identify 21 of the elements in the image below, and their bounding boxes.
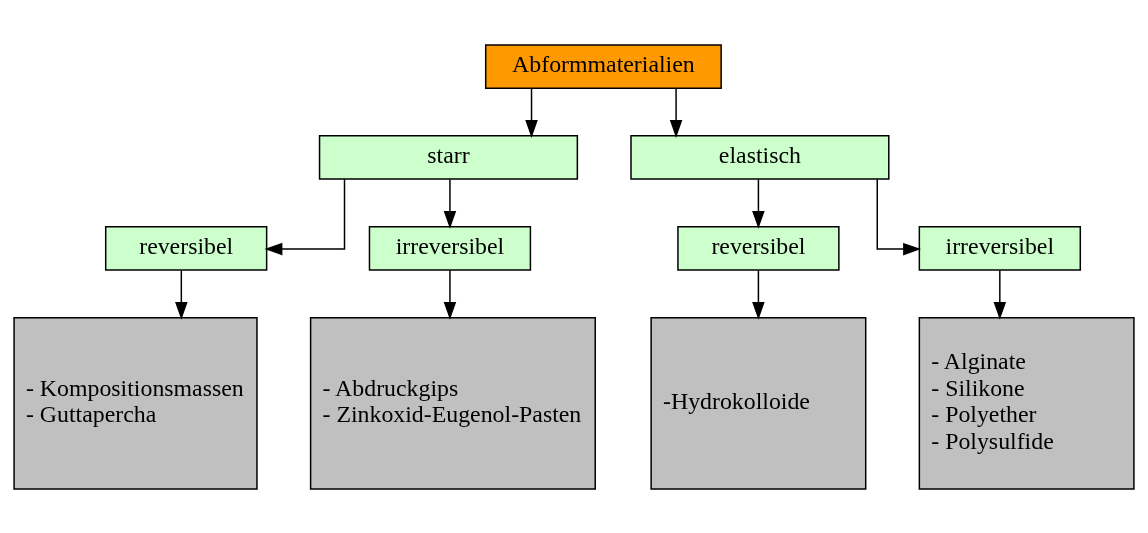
node-box: reversibel xyxy=(104,225,268,271)
node-box: elastisch xyxy=(630,134,890,180)
node-box: irreversibel xyxy=(368,225,532,271)
node-box: - Alginate - Silikone - Polyether - Polysulfide xyxy=(918,316,1135,490)
node-box: -Hydrokolloide xyxy=(650,316,867,490)
node-box: - Abdruckgips - Zinkoxid-Eugenol-Pasten xyxy=(309,316,596,490)
node-box: Abformmaterialien xyxy=(484,43,722,89)
arrow xyxy=(525,87,538,138)
arrow xyxy=(752,269,765,320)
arrow xyxy=(443,269,457,320)
arrow xyxy=(752,178,765,229)
arrow xyxy=(175,269,188,320)
node-box: starr xyxy=(318,134,579,180)
node-box: reversibel xyxy=(677,225,840,271)
arrow xyxy=(993,269,1007,320)
arrow xyxy=(443,178,457,229)
node-box: irreversibel xyxy=(918,225,1082,271)
node-box: - Kompositionsmassen - Guttapercha xyxy=(13,316,258,490)
arrow xyxy=(264,177,346,255)
arrow xyxy=(876,177,921,255)
arrow xyxy=(669,87,683,138)
